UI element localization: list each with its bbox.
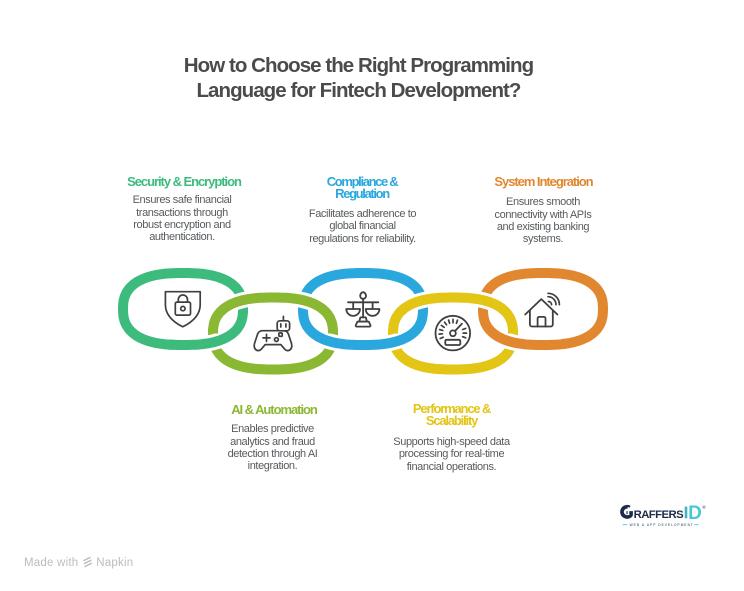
svg-text:RAFFERS: RAFFERS (634, 509, 685, 521)
svg-text:D: D (688, 503, 702, 524)
svg-text:®: ® (702, 504, 706, 510)
svg-text:WEB & APP DEVELOPMENT: WEB & APP DEVELOPMENT (630, 523, 694, 527)
